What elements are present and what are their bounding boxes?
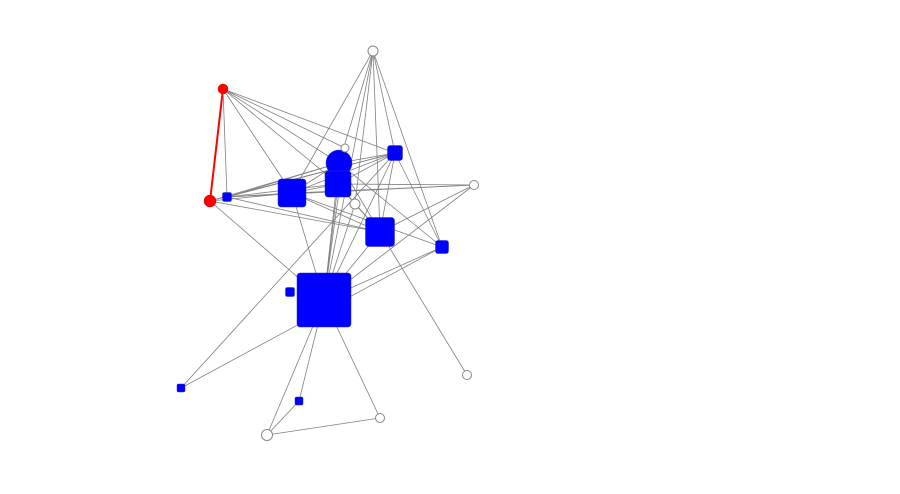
graph-node-hollow-circle[interactable] — [462, 370, 472, 380]
graph-node-blue-square[interactable] — [222, 192, 232, 202]
graph-node-hollow-circle[interactable] — [375, 413, 385, 423]
nodes-layer — [176, 45, 479, 441]
graph-edge — [180, 152, 396, 389]
graph-node-blue-square[interactable] — [285, 287, 295, 297]
graph-node-blue-square[interactable] — [296, 272, 352, 328]
graph-edge — [379, 231, 468, 376]
graph-node-hollow-circle[interactable] — [340, 143, 350, 153]
graph-edge — [372, 50, 381, 233]
graph-node-hollow-circle[interactable] — [367, 45, 379, 57]
graph-node-hollow-circle[interactable] — [261, 429, 273, 441]
graph-node-hollow-circle[interactable] — [349, 198, 361, 210]
graph-edge — [266, 417, 381, 436]
graph-edge — [379, 184, 475, 233]
graph-node-blue-square[interactable] — [294, 396, 304, 406]
graph-edge — [222, 88, 340, 164]
graph-node-hollow-circle[interactable] — [469, 180, 479, 190]
graph-node-blue-square[interactable] — [324, 170, 352, 198]
graph-node-red-circle[interactable] — [217, 83, 229, 95]
graph-node-blue-square[interactable] — [387, 145, 403, 161]
graph-node-blue-square[interactable] — [435, 240, 449, 254]
graph-edge — [226, 152, 396, 198]
graph-edge — [372, 50, 396, 154]
graph-edge — [222, 88, 339, 185]
graph-edge — [226, 196, 381, 233]
highlighted-edge — [209, 88, 224, 202]
graph-node-red-circle[interactable] — [203, 194, 217, 208]
graph-edge — [222, 88, 228, 198]
graph-edge — [291, 184, 475, 194]
graph-edge — [266, 400, 300, 436]
graph-edge — [394, 152, 443, 248]
graph-edge — [222, 88, 346, 149]
graph-edge — [209, 200, 381, 233]
graph-edge — [222, 88, 396, 154]
graph-edge — [338, 162, 443, 248]
graph-edge — [222, 88, 293, 194]
graph-node-blue-square[interactable] — [277, 178, 307, 208]
graph-node-blue-square[interactable] — [365, 217, 395, 247]
graph-edge — [372, 50, 443, 248]
graph-edge — [291, 50, 374, 194]
graph-edge — [337, 183, 475, 186]
graph-node-blue-square[interactable] — [176, 383, 186, 393]
